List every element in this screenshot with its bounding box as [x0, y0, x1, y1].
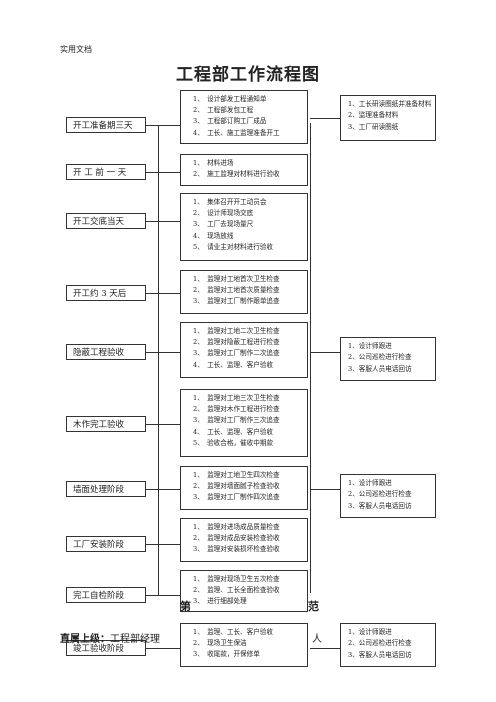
page-header: 实用文档: [60, 45, 92, 54]
flow-connector-line: [158, 125, 159, 595]
stage-9-detail: 1、 监理对现场卫生五次检查 2、 监理、工长全面检查验收 3、 进行细部处理: [180, 570, 308, 612]
side-item: 2、监理准备材料: [348, 111, 399, 120]
detail-item: 2、 监理对隐蔽工程进行检查: [193, 338, 280, 347]
detail-item: 3、 监理对工厂制作三次追查: [193, 416, 280, 425]
footer-superior-value: 工程部经理: [110, 634, 160, 645]
side-item: 1、设计师跟进: [348, 479, 392, 487]
footer-superior-label: 直属上级：: [60, 634, 110, 645]
stage-1-side: 1、工长研读图纸并准备材料 2、监理准备材料 3、工厂研读图纸: [340, 95, 436, 141]
detail-item: 3、 监理对工厂制作跟单追查: [193, 297, 280, 306]
side-item: 3、客服人员电话回访: [348, 650, 412, 659]
stage-5-box: 隐蔽工程验收: [66, 344, 146, 360]
detail-item: 5、 请业主对材料进行验收: [193, 242, 274, 251]
detail-item: 3、 进行细部处理: [193, 597, 247, 606]
detail-item: 1、 监理对工地首次卫生检查: [193, 275, 280, 283]
detail-item: 4、 工长、监理、客户验收: [193, 360, 274, 369]
detail-item: 1、 监理对进场成品质量检查: [193, 523, 280, 531]
side-connector: [310, 648, 340, 649]
side-item: 3、客服人员电话回访: [348, 364, 412, 373]
connector: [146, 595, 180, 596]
stage-7-side: 1、设计师跟进 2、公司巡检进行检查 3、客服人员电话回访: [340, 474, 436, 518]
stage-10-side: 1、设计师跟进 2、公司巡检进行检查 3、客服人员电话回访: [340, 623, 436, 667]
stage-7-detail: 1、 监理对工地卫生四次检查 2、 监理对墙面腻子检查验收 3、 监理对工厂制作…: [180, 466, 308, 510]
detail-item: 2、 监理对工地首次质量检查: [193, 286, 280, 295]
stage-1-detail: 1、 设计部发工程通知单 2、 工程部发包工程 3、 工程部订购工厂成品 4、 …: [180, 90, 308, 144]
detail-item: 4、 工长、监理、客户验收: [193, 427, 274, 436]
detail-item: 3、 工厂去现场量尺: [193, 220, 254, 229]
detail-item: 2、 工程部发包工程: [193, 106, 254, 115]
detail-item: 1、 监理、工长、客户验收: [193, 628, 274, 636]
connector: [146, 172, 180, 173]
connector: [146, 221, 180, 222]
side-connector: [310, 118, 340, 119]
side-item: 2、公司巡检进行检查: [348, 490, 412, 499]
detail-item: 2、 设计师现场交底: [193, 209, 254, 218]
connector: [146, 424, 180, 425]
side-item: 1、设计师跟进: [348, 628, 392, 636]
connector: [146, 489, 180, 490]
detail-item: 4、 现场放线: [193, 231, 234, 240]
side-item: 3、工厂研读图纸: [348, 122, 399, 131]
stage-6-box: 木作完工验收: [66, 416, 146, 432]
stage-1-box: 开工准备期三天: [66, 117, 146, 133]
detail-item: 1、 集体召开开工动员会: [193, 198, 267, 206]
detail-item: 3、 收尾款，开保修单: [193, 650, 260, 659]
divider-line: [310, 123, 311, 593]
stage-6-detail: 1、 监理对工地三次卫生检查 2、 监理对木作工程进行检查 3、 监理对工厂制作…: [180, 389, 308, 457]
detail-item: 2、 施工监理对材料进行验收: [193, 170, 280, 179]
stage-2-box: 开 工 前 一 天: [66, 164, 146, 180]
detail-item: 2、 监理对成品安装检查验收: [193, 534, 280, 543]
stage-9-box: 完工自检阶段: [66, 587, 146, 603]
connector: [146, 648, 180, 649]
detail-item: 1、 设计部发工程通知单: [193, 95, 267, 103]
detail-item: 3、 监理对安装损坏检查验收: [193, 545, 280, 554]
stage-5-side: 1、设计师跟进 2、公司巡检进行检查 3、客服人员电话回访: [340, 337, 436, 381]
stage-7-box: 墙面处理阶段: [66, 481, 146, 497]
side-connector: [310, 489, 340, 490]
detail-item: 2、 监理对墙面腻子检查验收: [193, 482, 280, 491]
side-item: 2、公司巡检进行检查: [348, 639, 412, 648]
side-item: 2、公司巡检进行检查: [348, 353, 412, 362]
detail-item: 1、 监理对现场卫生五次检查: [193, 575, 280, 583]
connector: [146, 544, 180, 545]
stage-4-detail: 1、 监理对工地首次卫生检查 2、 监理对工地首次质量检查 3、 监理对工厂制作…: [180, 270, 308, 314]
footer-heading-end: 范: [308, 600, 319, 613]
connector: [146, 293, 180, 294]
stage-8-detail: 1、 监理对进场成品质量检查 2、 监理对成品安装检查验收 3、 监理对安装损坏…: [180, 518, 308, 562]
detail-item: 1、 材料进场: [193, 159, 234, 167]
detail-item: 3、 监理对工厂制作四次追查: [193, 493, 280, 502]
detail-item: 2、 监理、工长全面检查验收: [193, 586, 280, 595]
stage-3-detail: 1、 集体召开开工动员会 2、 设计师现场交底 3、 工厂去现场量尺 4、 现场…: [180, 193, 308, 261]
stage-10-box: 竣工验收阶段: [66, 640, 146, 656]
stage-4-box: 开工约 3 天后: [66, 285, 146, 301]
detail-item: 5、 验收合格，催收中期款: [193, 438, 274, 447]
detail-item: 1、 监理对工地三次卫生检查: [193, 394, 280, 402]
stage-5-detail: 1、 监理对工地二次卫生检查 2、 监理对隐蔽工程进行检查 3、 监理对工厂制作…: [180, 322, 308, 378]
detail-item: 3、 监理对工厂制作二次追查: [193, 349, 280, 358]
detail-item: 2、 现场卫生保洁: [193, 639, 247, 648]
stage-3-box: 开工交底当天: [66, 213, 146, 229]
stage-8-box: 工厂安装阶段: [66, 536, 146, 552]
side-item: 1、设计师跟进: [348, 342, 392, 350]
detail-item: 1、 监理对工地二次卫生检查: [193, 327, 280, 335]
side-item: 3、客服人员电话回访: [348, 501, 412, 510]
detail-item: 3、 工程部订购工厂成品: [193, 117, 267, 126]
page-title: 工程部工作流程图: [176, 65, 320, 85]
side-connector: [310, 352, 340, 353]
footer-tail: 人: [312, 634, 322, 645]
connector: [146, 352, 180, 353]
detail-item: 2、 监理对木作工程进行检查: [193, 405, 280, 414]
side-item: 1、工长研读图纸并准备材料: [348, 100, 432, 108]
connector: [146, 125, 180, 126]
stage-2-detail: 1、 材料进场 2、 施工监理对材料进行验收: [180, 154, 308, 186]
footer-heading-start: 第: [180, 600, 191, 613]
detail-item: 4、 工长、施工监理准备开工: [193, 128, 280, 137]
stage-10-detail: 1、 监理、工长、客户验收 2、 现场卫生保洁 3、 收尾款，开保修单: [180, 623, 308, 667]
footer-superior: 直属上级：工程部经理: [60, 630, 160, 645]
detail-item: 1、 监理对工地卫生四次检查: [193, 471, 280, 479]
